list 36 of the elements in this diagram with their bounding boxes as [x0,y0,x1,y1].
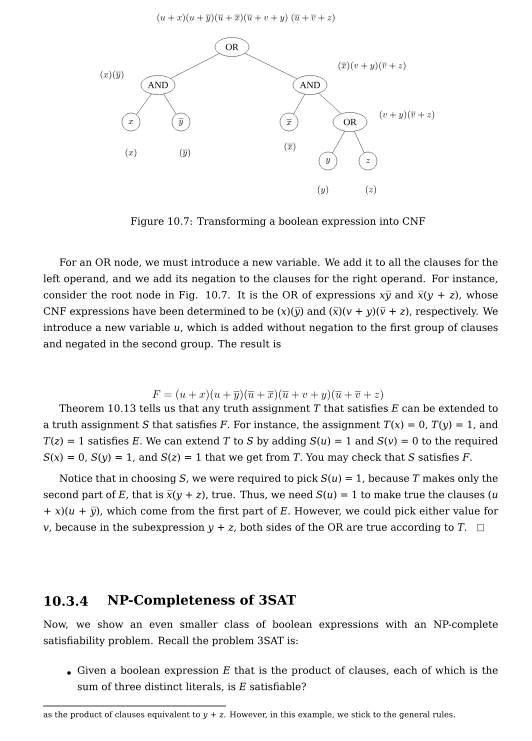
leaf-node: $y$ [318,152,338,170]
operator-node: AND [292,75,328,95]
clause-label: $(z)$ [366,186,376,194]
clause-label: $(\overline{x})$ [284,142,296,152]
paragraph: Now, we show an even smaller class of boolean expressions with an NP-complete satisfiability problem. Recall the problem 3SAT is: [44,620,498,646]
section-heading: NP-Completeness of 3SAT [108,594,296,608]
display-formula: $F = (u+x)(u+\overline{y})(\overline{u}+\overline{x})(\overline{u}+v+y)(\overline{u}+\overline{v}+z)$ [152,390,383,400]
clause-label: $(x)(\overline{y})$ [100,70,124,80]
leaf-node: $z$ [358,152,378,170]
leaf-node: $\overline{y}$ [172,112,190,132]
tree-edge [293,94,305,114]
operator-node: OR [214,37,250,57]
tree-edge [354,131,364,153]
tree-edge [244,53,298,79]
leaf-node: $\overline{x}$ [280,112,298,132]
clause-label: $(\overline{y})$ [180,148,190,158]
operator-node: OR [332,112,368,132]
section-number: 10.3.4 [44,596,88,606]
tree-edge [170,53,220,79]
clause-label: $(u+x)(u+\overline{y})(\overline{u}+\overline{x})(\overline{u}+v+y)\;(\overline{u}+\overline{v}+z)$ [157,14,334,22]
tree-edge [318,93,342,114]
tree-edge [332,131,345,154]
clause-label: $(y)$ [318,186,328,194]
bullet-item: Given a boolean expression E that is the product of clauses, each of which is the sum of three distinct literals, is E satisfiable? [78,666,498,692]
leaf-node: $x$ [122,112,140,132]
footnote: as the product of clauses equivalent to y + z. However, in this example, we stick to the general rules. [44,711,455,720]
clause-label: $(\overline{x})(v+y)(\overline{v}+z)$ [338,62,406,70]
paragraph: For an OR node, we must introduce a new variable. We add it to all the clauses for the left operand, and we add its negation to the clauses for the right operand. For instance, consider the root node in Fig. 10.7. It is the OR of expressions xy̅ and x̅(y + z), whose CNF expressions have been determined to be (x)(y̅) and (x̅)(v + y)(v̅ + z), respectively. We introduce a new variable u, which is added without negation to the first group of clauses and negated in the second group. The result is [43,258,498,350]
paragraph: Theorem 10.13 tells us that any truth assignment T that satisfies E can be extended to a truth assignment S that satisfies F. For instance, the assignment T(x) = 0, T(y) = 1, and T(z) = 1 satisfies E. We can extend T to S by adding S(u) = 1 and S(v) = 0 to the required S(x) = 0, S(y) = 1, and S(z) = 1 that we get from T. You may check that S satisfies F. [43,404,498,463]
figure-caption: Figure 10.7: Transforming a boolean expression into CNF [130,217,426,227]
clause-label: $(x)$ [126,148,136,158]
tree-edge [136,94,152,115]
operator-node: AND [140,75,176,95]
tree-edge [164,94,176,114]
clause-label: $(v+y)(\overline{v}+z)$ [380,110,434,120]
paragraph: Notice that in choosing S, we were required to pick S(u) = 1, because T makes only the second part of E, that is x̅(y + z), true. Thus, we need S(u) = 1 to make true the clauses (u + x)(u + y̅), which come from the first part of E. However, we could pick either value for v, because in the subexpression y + z, both sides of the OR are true according to T. [44,474,498,533]
